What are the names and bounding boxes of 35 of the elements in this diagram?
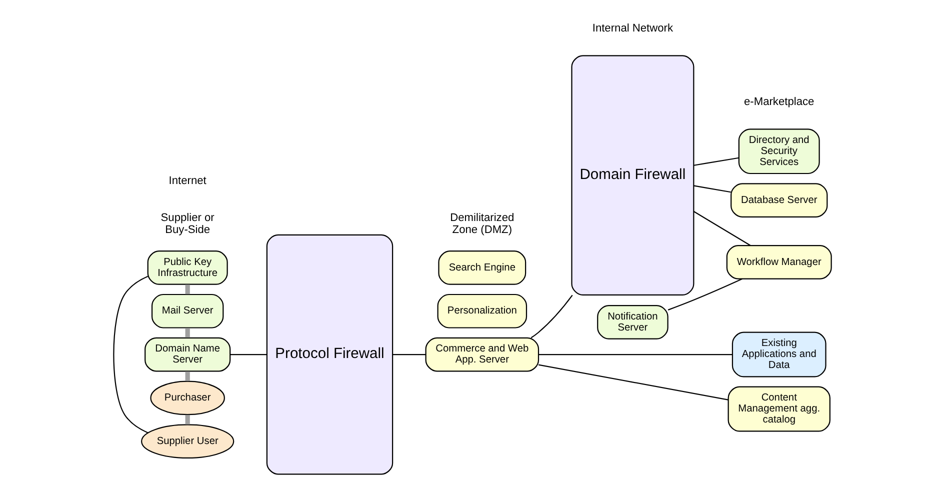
connector <box>538 364 728 400</box>
label: Supplier or Buy-Side <box>160 212 214 236</box>
node-box: Protocol Firewall <box>266 234 393 475</box>
connector <box>667 278 742 310</box>
node-box: Search Engine <box>438 250 526 285</box>
connector <box>112 276 148 434</box>
connector <box>184 371 190 381</box>
node-ellipse: Supplier User <box>140 424 234 459</box>
connector <box>538 354 732 356</box>
node-box: Personalization <box>436 294 527 328</box>
node-box: Workflow Manager <box>726 244 832 280</box>
connector <box>392 354 426 356</box>
connector <box>692 210 750 246</box>
connector <box>230 354 266 356</box>
node-box: Domain Firewall <box>570 55 694 296</box>
node-box: Content Management agg. catalog <box>727 386 830 432</box>
node-box: Notification Server <box>596 305 668 340</box>
connector <box>184 414 190 424</box>
label: Internet <box>168 174 206 187</box>
node-box: Directory and Security Services <box>738 128 820 174</box>
node-box: Domain Name Server <box>144 337 230 372</box>
connector <box>184 284 190 294</box>
node-box: Mail Server <box>150 294 224 328</box>
label: Internal Network <box>592 22 673 34</box>
node-box: Existing Applications and Data <box>731 332 826 378</box>
connector <box>693 157 738 166</box>
node-box: Database Server <box>730 183 828 218</box>
node-ellipse: Purchaser <box>150 380 224 416</box>
node-box: Public Key Infrastructure <box>146 250 228 285</box>
connector <box>693 185 730 193</box>
label: Demilitarized Zone (DMZ) <box>450 212 514 236</box>
connector <box>184 328 190 338</box>
connector <box>530 294 572 338</box>
label: e-Marketplace <box>744 96 814 108</box>
node-box: Commerce and Web App. Server <box>424 337 539 372</box>
